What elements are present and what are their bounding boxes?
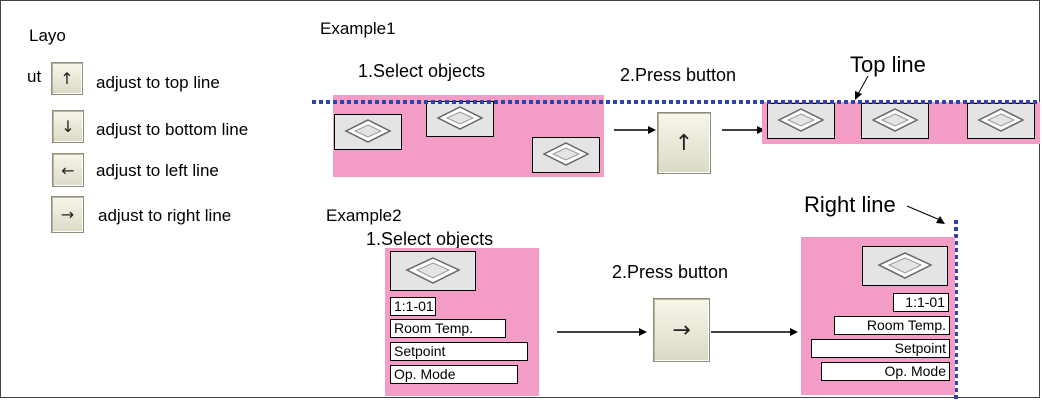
example2-step1-label: 1.Select objects bbox=[366, 229, 494, 249]
example2-title: Example2 bbox=[326, 206, 402, 225]
diamond-object bbox=[334, 114, 402, 150]
example2-arrows bbox=[557, 328, 798, 336]
diamond-object bbox=[532, 137, 600, 173]
diamond-object bbox=[862, 246, 948, 286]
setpoint-field: Setpoint bbox=[811, 339, 950, 358]
legend-label-top: adjust to top line bbox=[96, 73, 220, 92]
example1-arrows bbox=[614, 126, 765, 134]
address-field: 1:1-01 bbox=[390, 297, 436, 316]
op-mode-field: Op. Mode bbox=[390, 365, 518, 384]
legend-title-line1: Layo bbox=[29, 26, 66, 45]
up-arrow-icon[interactable]: ↑ bbox=[51, 62, 83, 95]
example1-step1-label: 1.Select objects bbox=[358, 61, 486, 81]
legend-title-line2: ut bbox=[27, 67, 42, 86]
op-mode-field: Op. Mode bbox=[821, 362, 950, 381]
room-temp-field: Room Temp. bbox=[834, 316, 950, 335]
right-line-label: Right line bbox=[804, 192, 896, 217]
example2-step2-label: 2.Press button bbox=[612, 262, 729, 282]
right-arrow-icon[interactable]: → bbox=[51, 196, 84, 233]
diamond-object bbox=[767, 103, 835, 139]
address-field: 1:1-01 bbox=[893, 293, 949, 312]
example1-step2-label: 2.Press button bbox=[620, 65, 737, 85]
top-line-label: Top line bbox=[850, 52, 926, 77]
diamond-object bbox=[390, 251, 476, 291]
diamond-object bbox=[967, 103, 1035, 139]
setpoint-field: Setpoint bbox=[390, 342, 528, 361]
legend-label-right: adjust to right line bbox=[98, 206, 232, 225]
legend-label-bottom: adjust to bottom line bbox=[96, 120, 249, 139]
right-arrow-icon[interactable]: → bbox=[653, 298, 710, 362]
legend-label-left: adjust to left line bbox=[96, 161, 219, 180]
example1-title: Example1 bbox=[320, 19, 396, 38]
diamond-object bbox=[861, 103, 929, 139]
room-temp-field: Room Temp. bbox=[390, 319, 506, 338]
down-arrow-icon[interactable]: ↓ bbox=[52, 110, 84, 143]
up-arrow-icon[interactable]: ↑ bbox=[657, 112, 711, 174]
diamond-object bbox=[426, 101, 494, 137]
left-arrow-icon[interactable]: ← bbox=[52, 153, 84, 187]
